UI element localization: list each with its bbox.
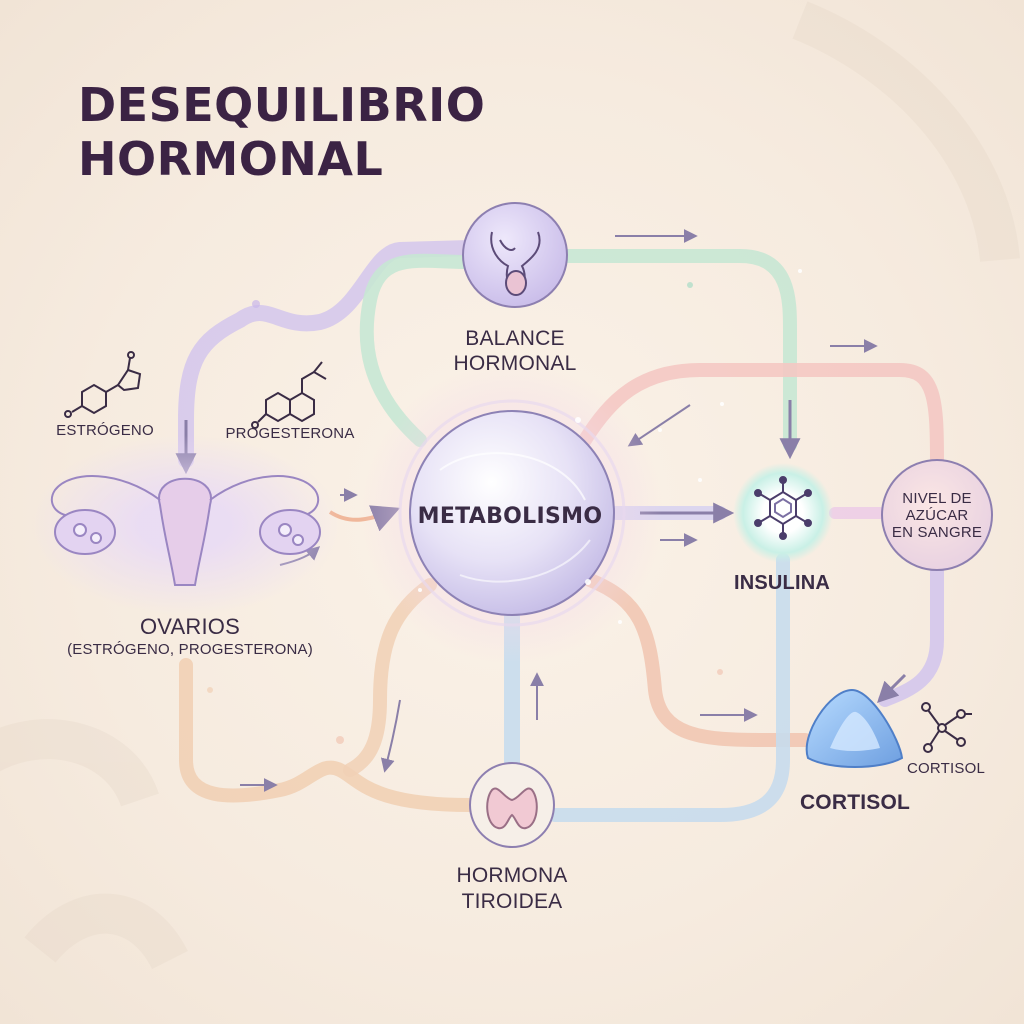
sparkles [418, 269, 802, 624]
balance-node [462, 202, 568, 308]
balance-label-line-1: BALANCE [465, 327, 565, 350]
azucar-label-line-2: AZÚCAR [905, 507, 969, 524]
ovarios-sublabel: (ESTRÓGENO, PROGESTERONA) [67, 641, 313, 658]
cortisol-molecule-icon [921, 702, 972, 753]
azucar-label: NIVEL DE AZÚCAR EN SANGRE [882, 490, 992, 541]
path-balance-ovarios [178, 240, 478, 468]
path-ovarios-tiroidea [179, 658, 477, 812]
arrow-to-cortisol [877, 673, 907, 703]
metabolismo-label: METABOLISMO [417, 504, 603, 529]
estrogeno-molecule-icon [64, 351, 142, 418]
path-insulina-tiroidea [548, 553, 790, 822]
azucar-label-line-3: EN SANGRE [891, 524, 983, 541]
azucar-node [881, 459, 993, 571]
hexagon-molecule-icon [754, 476, 812, 540]
title-line-2: HORMONAL [78, 132, 384, 186]
path-balance-insulina [559, 249, 797, 452]
tiroidea-label-line-1: HORMONA [456, 864, 568, 887]
insulina-node [733, 463, 833, 563]
tiroidea-label: HORMONA TIROIDEA [422, 863, 602, 915]
path-balance-hub [359, 253, 475, 447]
page-title: DESEQUILIBRIO HORMONAL [78, 78, 485, 186]
insulina-label: INSULINA [733, 572, 831, 594]
estrogeno-label: ESTRÓGENO [56, 422, 154, 439]
progesterona-label: PROGESTERONA [225, 425, 355, 442]
path-azucar-cortisol [878, 563, 944, 707]
tiroidea-label-line-2: TIROIDEA [461, 890, 563, 913]
title-line-1: DESEQUILIBRIO [78, 78, 486, 132]
color-dots [207, 282, 723, 744]
cortisol-label: CORTISOL [799, 791, 911, 814]
azucar-label-line-1: NIVEL DE [902, 490, 972, 507]
arrow-down-left [380, 699, 401, 773]
metabolismo-hub [362, 363, 662, 663]
thyroid-icon [486, 787, 538, 830]
ovarios-label: OVARIOS [139, 614, 240, 639]
adrenal-gland-icon [805, 688, 904, 768]
glands-icon [490, 231, 541, 296]
cortisol-molecule-label: CORTISOL [906, 760, 985, 777]
background-swirls [0, 1, 1020, 970]
balance-label: BALANCE HORMONAL [425, 326, 605, 376]
uterus-ovaries-icon [30, 435, 340, 615]
tiroidea-node [469, 762, 555, 848]
progesterona-molecule-icon [251, 361, 327, 429]
balance-label-line-2: HORMONAL [453, 352, 577, 375]
